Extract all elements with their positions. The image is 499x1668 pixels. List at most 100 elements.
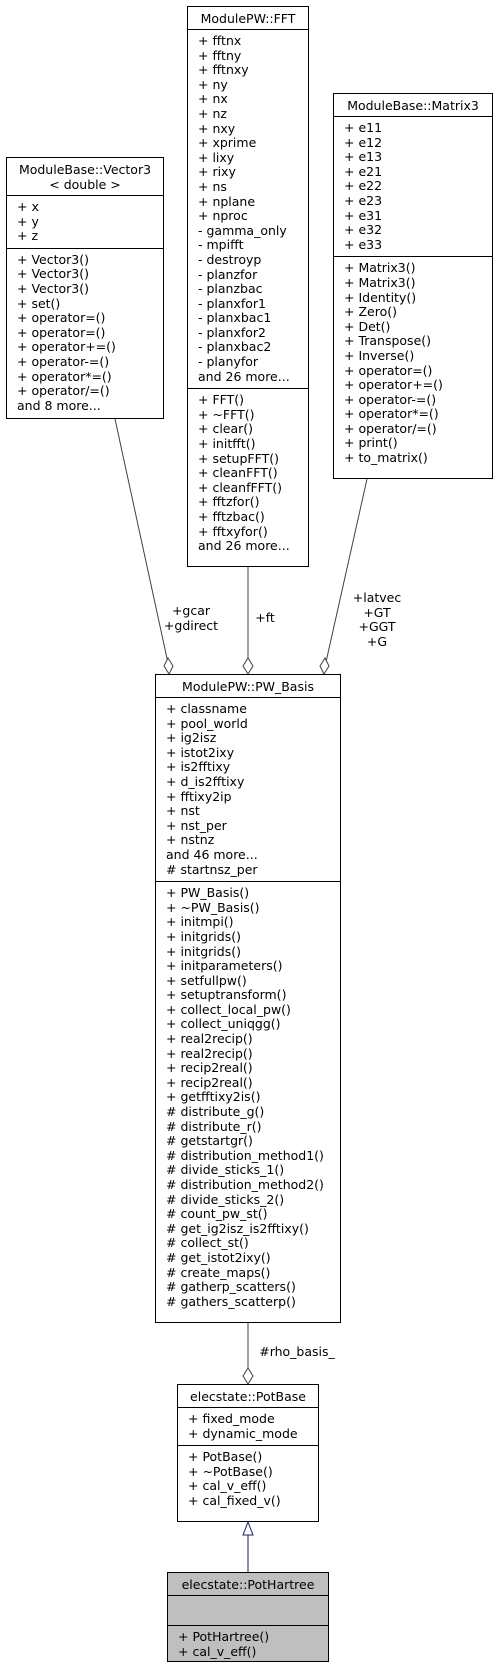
class-name: ModuleBase::Matrix3 <box>347 98 479 113</box>
method: + Zero() <box>344 304 397 320</box>
attribute: - planxfor2 <box>198 324 267 340</box>
attribute: + dynamic_mode <box>188 1425 298 1441</box>
edge-role-label: +GGT <box>358 619 396 635</box>
method: + Vector3() <box>17 251 89 267</box>
method: # create_maps() <box>166 1264 271 1280</box>
method: + cleanFFT() <box>198 465 278 481</box>
methods-section: + Vector3() + Vector3() + Vector3() + se… <box>7 247 163 418</box>
methods-section: + PW_Basis() + ~PW_Basis() + initmpi() +… <box>156 881 340 1313</box>
edge-role-label: +ft <box>255 610 275 625</box>
edge-role-label: +GT <box>363 604 391 620</box>
method: # distribution_method2() <box>166 1177 324 1192</box>
method: + FFT() <box>198 392 244 408</box>
method: # distribute_r() <box>166 1118 262 1134</box>
method: # gathers_scatterp() <box>166 1293 296 1309</box>
class-title: elecstate::PotHartree <box>168 1573 328 1595</box>
method: + cal_v_eff() <box>188 1478 267 1494</box>
attribute: + e22 <box>344 178 383 194</box>
method: + recip2real() <box>166 1060 253 1076</box>
method: + collect_local_pw() <box>166 1001 291 1017</box>
attribute: # startnsz_per <box>166 861 258 877</box>
attribute: - destroyp <box>198 251 262 267</box>
methods-section: + PotBase() + ~PotBase() + cal_v_eff() +… <box>178 1445 318 1512</box>
method: # distribute_g() <box>166 1104 265 1120</box>
attribute: + is2fftixy <box>166 759 231 775</box>
method: + fftzbac() <box>198 509 265 524</box>
method: + cal_fixed_v() <box>188 1492 281 1508</box>
class-box-fft[interactable]: ModulePW::FFT + fftnx + fftny + fftnxy +… <box>187 6 309 567</box>
methods-section: + PotHartree() + cal_v_eff() <box>168 1625 328 1663</box>
attribute: + rixy <box>198 164 236 180</box>
attribute: + classname <box>166 701 247 716</box>
attribute: + ig2isz <box>166 730 217 746</box>
attribute: + e13 <box>344 149 383 165</box>
method: + initfft() <box>198 436 256 452</box>
class-box-pw-basis[interactable]: ModulePW::PW_Basis + classname + pool_wo… <box>155 674 341 1323</box>
method: + Inverse() <box>344 347 415 363</box>
class-box-vector3[interactable]: ModuleBase::Vector3 < double > + x + y +… <box>6 157 164 419</box>
attribute: - planyfor <box>198 354 259 370</box>
attribute: - planzbac <box>198 281 263 297</box>
class-box-matrix3[interactable]: ModuleBase::Matrix3 + e11 + e12 + e13 + … <box>333 93 493 479</box>
class-title: ModulePW::FFT <box>188 7 308 29</box>
attribute: - planxbac2 <box>198 339 272 355</box>
method: + operator*=() <box>344 406 439 422</box>
attribute: + z <box>17 228 39 244</box>
attribute: + nproc <box>198 208 248 224</box>
aggregation-diamond-pw-basis <box>242 1367 254 1385</box>
method: + PotHartree() <box>178 1629 270 1644</box>
method: + operator-=() <box>17 353 110 369</box>
method: + operator=() <box>17 324 106 340</box>
method: + real2recip() <box>166 1045 253 1061</box>
attribute: + lixy <box>198 149 235 165</box>
attribute: + e21 <box>344 163 383 179</box>
class-name: elecstate::PotHartree <box>181 1577 315 1592</box>
method: + Matrix3() <box>344 274 416 290</box>
attribute: + y <box>17 213 39 229</box>
attribute: + xprime <box>198 135 257 151</box>
method: + operator-=() <box>344 391 437 407</box>
attributes-section: + fixed_mode + dynamic_mode <box>178 1407 318 1445</box>
method: + operator+=() <box>344 377 443 393</box>
method: + Vector3() <box>17 266 89 282</box>
attribute: + e33 <box>344 236 383 252</box>
method: + ~PW_Basis() <box>166 899 260 915</box>
attribute: + nz <box>198 105 227 121</box>
method: + recip2real() <box>166 1074 253 1090</box>
attribute: + fftny <box>198 47 242 63</box>
method: + operator*=() <box>17 368 112 384</box>
class-title: ModuleBase::Vector3 < double > <box>7 158 163 195</box>
template-param: < double > <box>49 177 121 192</box>
method: + initgrids() <box>166 943 241 959</box>
attributes-section <box>168 1595 328 1625</box>
edge-role-label: +latvec <box>352 590 402 605</box>
method: + Matrix3() <box>344 260 416 276</box>
method: + operator+=() <box>17 339 116 355</box>
edge-role-label: +gcar <box>171 603 211 618</box>
method: + print() <box>344 435 398 451</box>
methods-section: + Matrix3() + Matrix3() + Identity() + Z… <box>334 256 492 469</box>
method: + ~PotBase() <box>188 1463 273 1479</box>
attribute: + fixed_mode <box>188 1411 275 1426</box>
class-box-pothartree[interactable]: elecstate::PotHartree + PotHartree() + c… <box>167 1572 329 1662</box>
attribute: + e32 <box>344 222 383 238</box>
method: + PotBase() <box>188 1449 263 1465</box>
method: # get_istot2ixy() <box>166 1249 271 1265</box>
aggregation-diamond-fft <box>242 657 254 675</box>
method: + real2recip() <box>166 1031 253 1047</box>
class-box-potbase[interactable]: elecstate::PotBase + fixed_mode + dynami… <box>177 1384 319 1522</box>
attribute: + pool_world <box>166 715 248 731</box>
method: + set() <box>17 295 61 311</box>
method: + initparameters() <box>166 958 283 974</box>
method: + operator/=() <box>344 420 437 436</box>
method: + to_matrix() <box>344 450 428 466</box>
attribute: + d_is2fftixy <box>166 773 245 789</box>
method: # collect_st() <box>166 1235 249 1251</box>
class-title: ModuleBase::Matrix3 <box>334 94 492 116</box>
edge-role-label: #rho_basis_ <box>259 1344 335 1359</box>
edge-vector3-to-pw-basis <box>114 418 169 664</box>
class-name: ModulePW::FFT <box>200 11 296 26</box>
attribute: + nst_per <box>166 817 227 833</box>
method: + fftxyfor() <box>198 523 268 539</box>
